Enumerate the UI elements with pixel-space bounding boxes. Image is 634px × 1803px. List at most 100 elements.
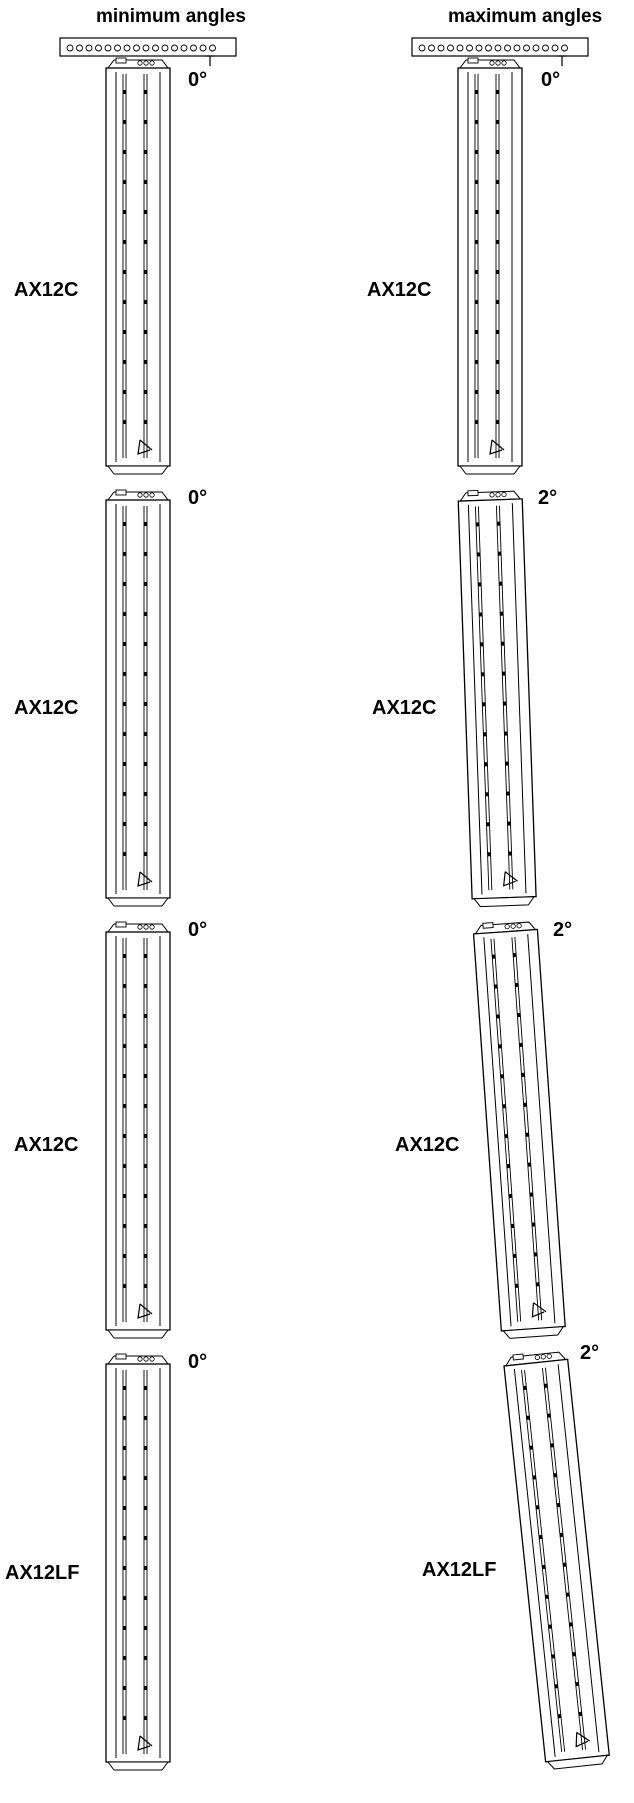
frame-hole [485, 44, 492, 52]
grille-dot [496, 90, 499, 94]
rig-plate [115, 1353, 127, 1360]
grille-dot [500, 1074, 504, 1079]
grille-dot [144, 330, 147, 334]
grille-dot [123, 822, 126, 826]
grille-dot [485, 792, 489, 797]
grille-dot [480, 642, 484, 647]
grille-dot [533, 1252, 538, 1257]
grille-dot [123, 1446, 126, 1450]
grille-dot [123, 1686, 126, 1690]
grille-dot [123, 762, 126, 766]
side-line [513, 1368, 556, 1757]
grille-dot [144, 1134, 147, 1138]
frame-hole [494, 44, 502, 52]
grille-dot [545, 1594, 549, 1599]
bottom-bracket [473, 896, 536, 908]
grille-dot [531, 1222, 536, 1227]
grille-dot [123, 1716, 126, 1720]
speaker-cabinet [105, 489, 171, 907]
grille-dot [505, 761, 509, 766]
bottom-bracket [502, 1326, 565, 1339]
grille-rail [474, 506, 490, 891]
grille-dot [508, 1193, 513, 1199]
grille-dot [536, 1282, 540, 1287]
frame-hole [456, 44, 464, 52]
frame-hole [85, 44, 93, 52]
frame-hole [152, 44, 159, 52]
logo-mark [137, 871, 153, 887]
grille-dot [492, 954, 496, 959]
frame-hole [428, 44, 435, 52]
grille-dot [123, 1656, 126, 1660]
frame-hole [475, 44, 483, 52]
grille-dot [527, 1162, 531, 1167]
grille-dot [513, 953, 517, 958]
cabinet-body [105, 67, 171, 467]
frame-hole [123, 44, 131, 52]
grille-dot [512, 1253, 517, 1258]
frame-hole [542, 44, 549, 52]
frame-hole [171, 44, 178, 52]
logo-mark [489, 439, 505, 455]
logo-mark [137, 1303, 153, 1319]
frame-hole [66, 44, 74, 52]
rig-plate [482, 922, 494, 929]
grille-dot [553, 1473, 557, 1478]
grille-dot [477, 552, 481, 557]
grille-dot [123, 1506, 126, 1510]
grille-dot [496, 240, 499, 244]
grille-dot [144, 1536, 147, 1540]
grille-dot [519, 1042, 523, 1048]
frame-hole [561, 44, 568, 52]
side-line [511, 503, 527, 894]
rig-plate [115, 57, 127, 64]
grille-dot [123, 1134, 126, 1138]
frame-hole [532, 44, 540, 52]
grille-dot [144, 852, 147, 856]
grille-dot [502, 1104, 506, 1109]
bottom-bracket [107, 1329, 169, 1339]
grille-dot [123, 1074, 126, 1078]
cabinet-label: AX12C [367, 279, 432, 301]
grille-dot [123, 1284, 126, 1288]
grille-dot [144, 1686, 147, 1690]
grille-dot [123, 984, 126, 988]
rig-plate [467, 57, 479, 64]
grille-dot [123, 732, 126, 736]
grille-dot [548, 1624, 552, 1629]
speaker-cabinet [105, 1353, 171, 1771]
grille-dot [479, 612, 483, 617]
grille-dot [559, 1532, 564, 1538]
grille-dot [144, 1164, 147, 1168]
logo-mark [575, 1731, 591, 1748]
grille-dot [500, 611, 504, 616]
grille-dot [144, 150, 147, 154]
grille-dot [551, 1654, 555, 1659]
grille-dot [123, 330, 126, 334]
grille-rail [490, 938, 519, 1322]
grille-dot [144, 1044, 147, 1048]
grille-dot [123, 1626, 126, 1630]
grille-dot [478, 582, 482, 587]
cabinet-body [105, 499, 171, 899]
grille-dot [481, 672, 485, 677]
grille-dot [123, 300, 126, 304]
grille-dot [496, 521, 501, 526]
rig-pin [501, 491, 507, 498]
grille-dot [123, 210, 126, 214]
grille-dot [510, 1223, 515, 1229]
grille-dot [496, 180, 499, 184]
grille-dot [123, 240, 126, 244]
grille-dot [507, 821, 511, 826]
grille-dot [123, 1386, 126, 1390]
cabinet-label: AX12LF [5, 1562, 80, 1584]
column-title-minimum: minimum angles [96, 6, 246, 27]
frame-hole [466, 44, 473, 52]
grille-dot [475, 330, 478, 334]
grille-dot [506, 1163, 510, 1169]
grille-dot [515, 1283, 519, 1288]
grille-dot [123, 150, 126, 154]
grille-dot [557, 1713, 562, 1719]
grille-dot [496, 1014, 500, 1019]
